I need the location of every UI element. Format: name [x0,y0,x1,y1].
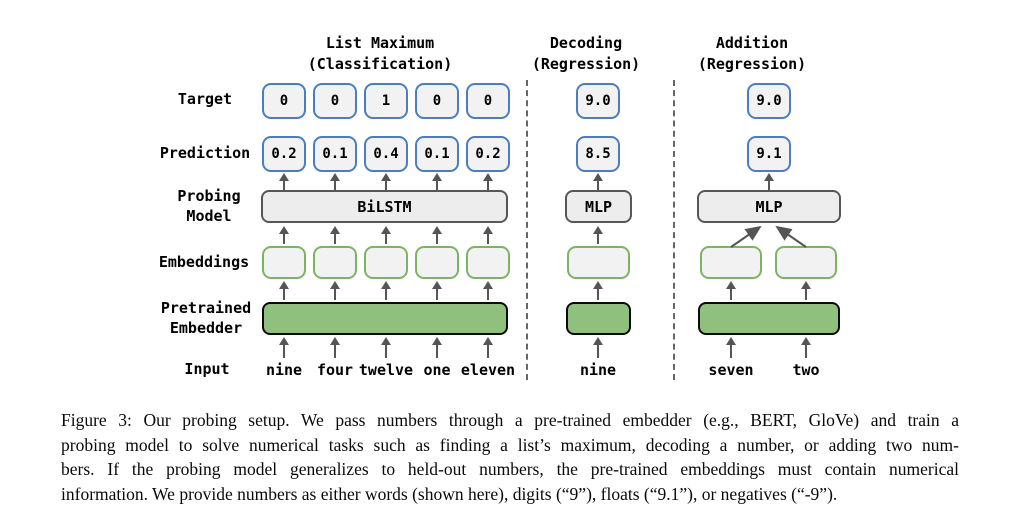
arrow-up-icon [431,173,443,190]
arrow-up-icon [592,337,604,358]
probing-model-box: MLP [697,190,841,223]
probing-model-box: BiLSTM [261,190,508,223]
arrow-up-icon [329,281,341,300]
input-word: seven [708,361,754,379]
arrow-up-icon [725,281,737,300]
row-label-probing-model: Probing Model [177,186,240,226]
input-word: twelve [358,361,414,379]
prediction-box: 0.1 [313,136,357,172]
row-label-line: Embedder [169,319,243,337]
target-box: 0 [415,83,459,119]
header-line: List Maximum [325,34,435,52]
arrow-up-icon [329,337,341,358]
probing-model-box: MLP [565,190,632,223]
caption-line: bers. If the probing model generalizes t… [61,459,959,479]
arrow-up-icon [592,173,604,190]
arrow-up-icon [278,173,290,190]
arrow-up-icon [482,281,494,300]
arrow-up-icon [278,281,290,300]
header-line: (Classification) [307,55,453,73]
row-label-input: Input [184,360,230,378]
arrow-up-icon [482,337,494,358]
arrow-up-icon [380,173,392,190]
embedding-box [775,246,837,279]
target-box: 0 [466,83,510,119]
column-divider [673,80,675,380]
arrow-up-icon [431,281,443,300]
row-label-embeddings: Embeddings [158,253,250,271]
row-label-pretrained-embedder: Pretrained Embedder [161,298,251,338]
prediction-box: 0.2 [466,136,510,172]
caption-line: Figure 3: Our probing setup. We pass num… [61,410,959,430]
header-line: (Regression) [697,55,807,73]
arrow-up-icon [380,337,392,358]
embedding-box [466,246,510,279]
embedding-box [567,246,630,279]
pretrained-embedder-box [566,302,631,335]
column-divider [526,80,528,380]
arrow-up-icon [431,337,443,358]
arrow-up-icon [278,226,290,244]
target-box: 0 [313,83,357,119]
header-line: (Regression) [531,55,641,73]
arrow-up-icon [800,281,812,300]
header-line: Addition [715,34,789,52]
column-header-list-maximum: List Maximum (Classification) [308,33,453,75]
input-word: eleven [460,361,516,379]
embedding-box [364,246,408,279]
pretrained-embedder-box [698,302,840,335]
arrow-up-icon [482,173,494,190]
embedding-box [313,246,357,279]
prediction-box: 0.1 [415,136,459,172]
target-box: 0 [262,83,306,119]
caption-line: information. We provide numbers as eithe… [61,483,838,504]
row-label-prediction: Prediction [159,144,251,162]
arrow-up-icon [763,173,775,190]
target-box: 9.0 [576,83,620,119]
arrow-up-icon [278,337,290,358]
embedding-box [415,246,459,279]
row-label-line: Model [186,207,232,225]
target-box: 1 [364,83,408,119]
input-word: nine [579,361,617,379]
arrow-up-icon [800,337,812,358]
target-box: 9.0 [747,83,791,119]
prediction-box: 0.4 [364,136,408,172]
embedding-box [262,246,306,279]
column-header-addition: Addition (Regression) [698,33,806,75]
caption-line: probing model to solve numerical tasks s… [61,434,959,455]
prediction-box: 8.5 [576,136,620,172]
row-label-target: Target [177,90,233,108]
prediction-box: 0.2 [262,136,306,172]
arrow-up-icon [592,226,604,244]
row-label-line: Probing [177,187,241,205]
arrow-up-icon [482,226,494,244]
arrow-up-icon [380,226,392,244]
arrow-up-icon [329,226,341,244]
prediction-box: 9.1 [747,136,791,172]
arrow-up-icon [592,281,604,300]
row-label-line: Pretrained [160,299,252,317]
arrow-up-icon [329,173,341,190]
input-word: one [423,361,451,379]
arrow-up-icon [380,281,392,300]
input-word: two [792,361,820,379]
embedding-box [700,246,762,279]
header-line: Decoding [549,34,623,52]
pretrained-embedder-box [262,302,508,335]
arrow-up-icon [725,337,737,358]
input-word: nine [265,361,303,379]
input-word: four [316,361,354,379]
arrow-up-icon [431,226,443,244]
column-header-decoding: Decoding (Regression) [532,33,640,75]
figure-caption: Figure 3: Our probing setup. We pass num… [61,408,959,506]
diagonal-arrows-icon [730,225,807,248]
